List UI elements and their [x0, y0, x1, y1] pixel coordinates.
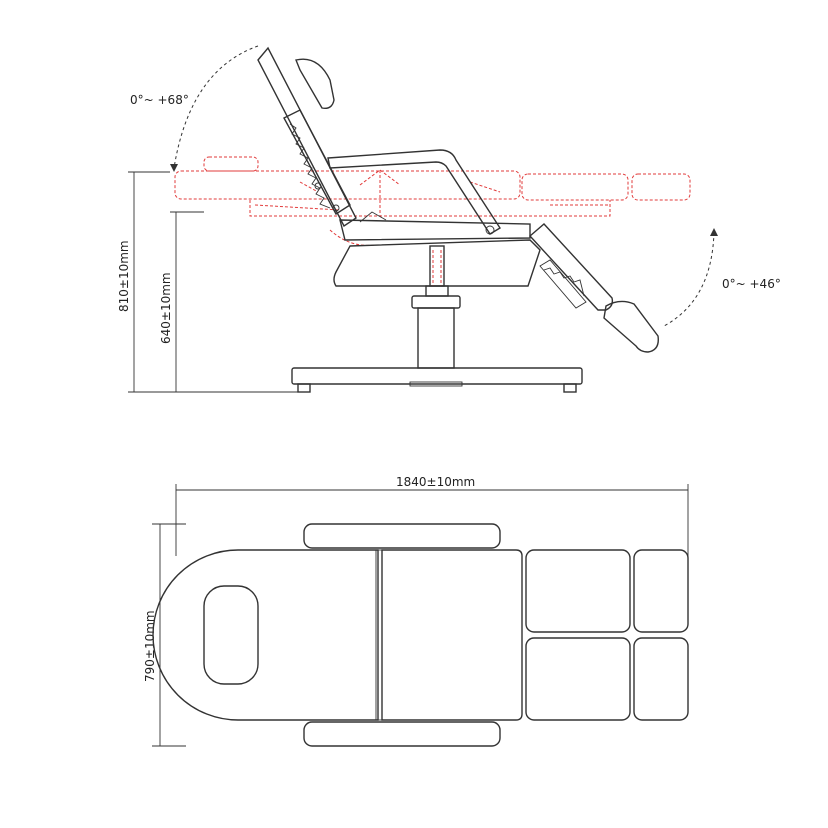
top-view: 1840±10mm 790±10mm [143, 475, 689, 747]
seat-height-label: 640±10mm [159, 272, 173, 344]
foot-section-upper [633, 549, 689, 633]
backrest-rotation-arc [173, 45, 259, 169]
face-hole [203, 585, 259, 685]
legrest-rotation-arc [663, 231, 715, 327]
seat [333, 211, 541, 287]
base [291, 367, 583, 393]
legrest [528, 223, 659, 353]
length-label: 1840±10mm [396, 475, 475, 489]
hydraulic-column [411, 245, 461, 369]
height-dimension-lines [128, 171, 298, 393]
arrow-head [170, 164, 178, 172]
flat-position-outline [174, 156, 691, 246]
backrest-top [152, 549, 379, 721]
leg-section-upper-left [525, 549, 631, 633]
legrest-angle-label: 0°~ +46° [722, 277, 781, 291]
backrest-angle-label: 0°~ +68° [130, 93, 189, 107]
hinge-bar [375, 549, 383, 721]
side-view: 0°~ +68° 0°~ +46° 810±10mm 640±10mm [117, 45, 781, 393]
armrest-top [303, 523, 501, 549]
armrest [327, 149, 501, 235]
length-dimension [175, 484, 689, 556]
arrow-head [710, 228, 718, 236]
leg-section-lower-left [525, 637, 631, 721]
backrest [257, 46, 357, 228]
total-height-label: 810±10mm [117, 240, 131, 312]
seat-top [381, 549, 523, 721]
width-label: 790±10mm [143, 610, 157, 682]
foot-section-lower [633, 637, 689, 721]
armrest-bottom [303, 721, 501, 747]
width-dimension [152, 523, 186, 747]
